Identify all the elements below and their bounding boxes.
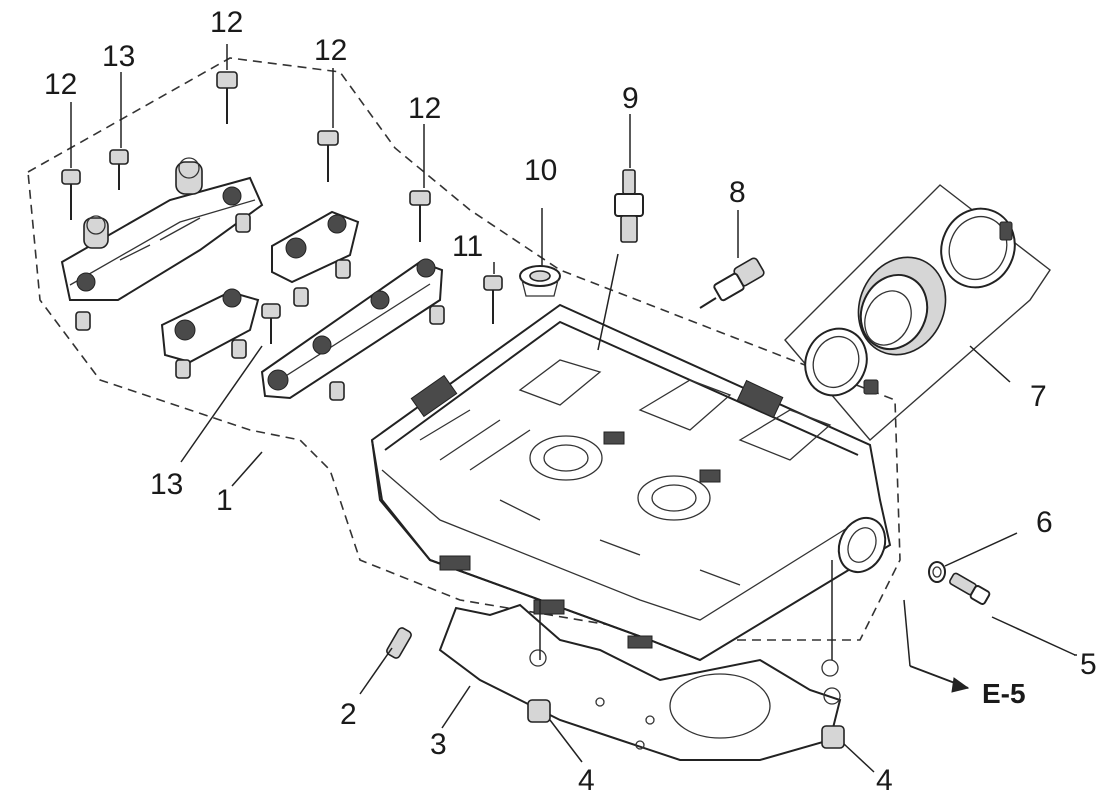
callout-1: 1 [216, 484, 233, 517]
callout-4-a: 4 [578, 764, 595, 797]
grommet-10 [519, 265, 561, 297]
intake-boot-outline [784, 184, 1051, 441]
bolt-12c [317, 130, 339, 182]
callout-12-a: 12 [44, 68, 78, 101]
camshaft-holder-mid-left [160, 288, 260, 379]
callout-4-b: 4 [876, 764, 893, 797]
reference-arrow [909, 665, 970, 693]
bolt-12b [216, 71, 238, 124]
bolt-11 [483, 275, 503, 324]
callout-13-b: 13 [150, 468, 184, 501]
washer-6 [928, 561, 946, 583]
callout-7: 7 [1030, 380, 1047, 413]
cylinder-head [370, 303, 892, 662]
callout-5: 5 [1080, 648, 1097, 681]
reference-label: E-5 [982, 678, 1026, 709]
dowel-pin-2 [386, 627, 412, 659]
callout-11: 11 [452, 230, 484, 263]
dowel-4b [821, 725, 845, 749]
bolt-13a [109, 149, 129, 190]
callout-13-a: 13 [102, 40, 136, 73]
callout-12-d: 12 [408, 92, 442, 125]
camshaft-holder-left [60, 157, 264, 331]
callout-9: 9 [622, 82, 639, 115]
spark-plug-9 [614, 169, 644, 243]
bolt-5 [949, 572, 991, 605]
callout-2: 2 [340, 698, 357, 731]
callout-8: 8 [729, 176, 746, 209]
bolt-13b [261, 303, 281, 344]
callout-12-b: 12 [210, 6, 244, 39]
bolt-12a [61, 169, 81, 220]
callout-3: 3 [430, 728, 447, 761]
camshaft-holder-right [260, 258, 445, 401]
sensor-8 [699, 257, 765, 309]
callout-10: 10 [524, 154, 558, 187]
bolt-12d [409, 190, 431, 242]
intake-boot-7 [804, 207, 1016, 397]
holder-group-outline [27, 57, 901, 641]
camshaft-holder-mid-right [271, 210, 360, 307]
leader-lines [70, 44, 1077, 773]
callout-6: 6 [1036, 506, 1053, 539]
callout-12-c: 12 [314, 34, 348, 67]
dowel-4a [527, 699, 551, 723]
